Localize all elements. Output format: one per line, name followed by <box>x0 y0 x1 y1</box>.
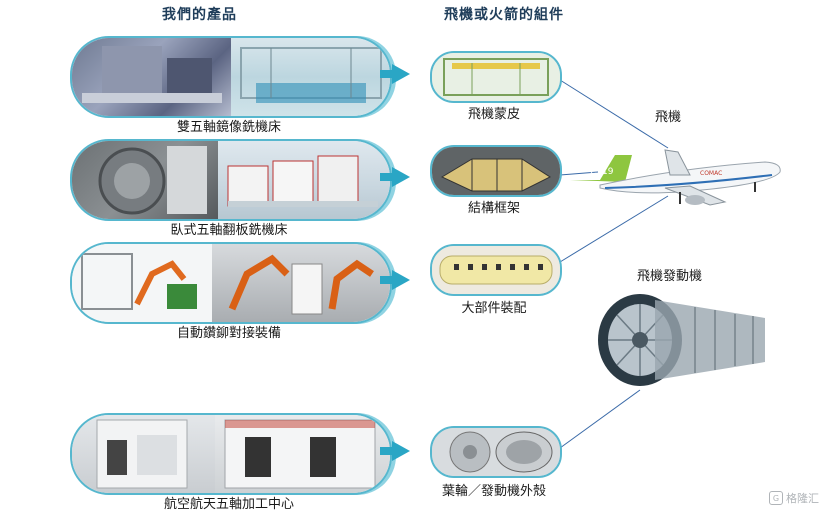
machine-photo-2a <box>98 146 207 215</box>
arrow-4 <box>380 441 410 461</box>
product-label-3: 自動鑽鉚對接裝備 <box>176 326 281 341</box>
component-image-assembly <box>430 244 562 296</box>
target-label-engine: 飛機發動機 <box>637 269 703 284</box>
link-skin-aircraft <box>559 79 669 149</box>
machine-photo-1b <box>240 47 382 103</box>
machine-photo-4b <box>224 419 376 489</box>
machine-photo-4a <box>96 419 188 489</box>
machine-photo-2b <box>227 155 379 207</box>
arrow-3 <box>380 270 410 290</box>
skin-photo <box>432 53 560 101</box>
component-image-frame <box>430 145 562 197</box>
arrow-2 <box>380 167 410 187</box>
machine-photo-1a <box>82 46 222 103</box>
component-label-frame: 結構框架 <box>467 201 520 216</box>
product-image-horizontal-five-axis <box>70 139 392 221</box>
product-label-1: 雙五軸鏡像銑機床 <box>176 120 281 135</box>
arrow-1 <box>380 64 410 84</box>
machine-photo-3a <box>81 253 197 310</box>
product-label-4: 航空航天五軸加工中心 <box>163 497 294 512</box>
components-header: 飛機或火箭的組件 <box>444 7 564 23</box>
aircraft-side-text: COMAC <box>700 170 722 177</box>
component-image-skin <box>430 51 562 103</box>
products-header: 我們的產品 <box>162 7 237 23</box>
component-label-assembly: 大部件裝配 <box>461 301 527 316</box>
machine-photo-3b <box>228 254 374 315</box>
link-impeller-engine <box>559 389 641 449</box>
component-label-impeller: 葉輪／發動機外殼 <box>441 484 546 499</box>
aircraft-tail <box>570 155 632 182</box>
link-assembly-aircraft <box>559 195 669 263</box>
target-label-aircraft: 飛機 <box>655 110 682 125</box>
component-label-skin: 飛機蒙皮 <box>467 107 520 122</box>
impeller-photo <box>432 428 560 476</box>
link-frame-aircraft <box>559 171 599 176</box>
product-image-aerospace-center <box>70 413 392 495</box>
watermark: G 格隆汇 <box>769 490 819 506</box>
product-label-2: 臥式五軸翻板銑機床 <box>170 223 288 238</box>
aircraft-illustration: C919 COMAC <box>570 149 781 206</box>
product-image-dual-five-axis <box>70 36 392 118</box>
aircraft-tail-text: C919 <box>590 167 614 177</box>
watermark-logo-icon: G <box>769 491 783 505</box>
watermark-text: 格隆汇 <box>786 492 819 505</box>
assembly-photo <box>432 246 560 294</box>
engine-illustration <box>598 294 765 386</box>
product-image-auto-drilling <box>70 242 392 324</box>
frame-photo <box>432 147 560 195</box>
component-image-impeller <box>430 426 562 478</box>
